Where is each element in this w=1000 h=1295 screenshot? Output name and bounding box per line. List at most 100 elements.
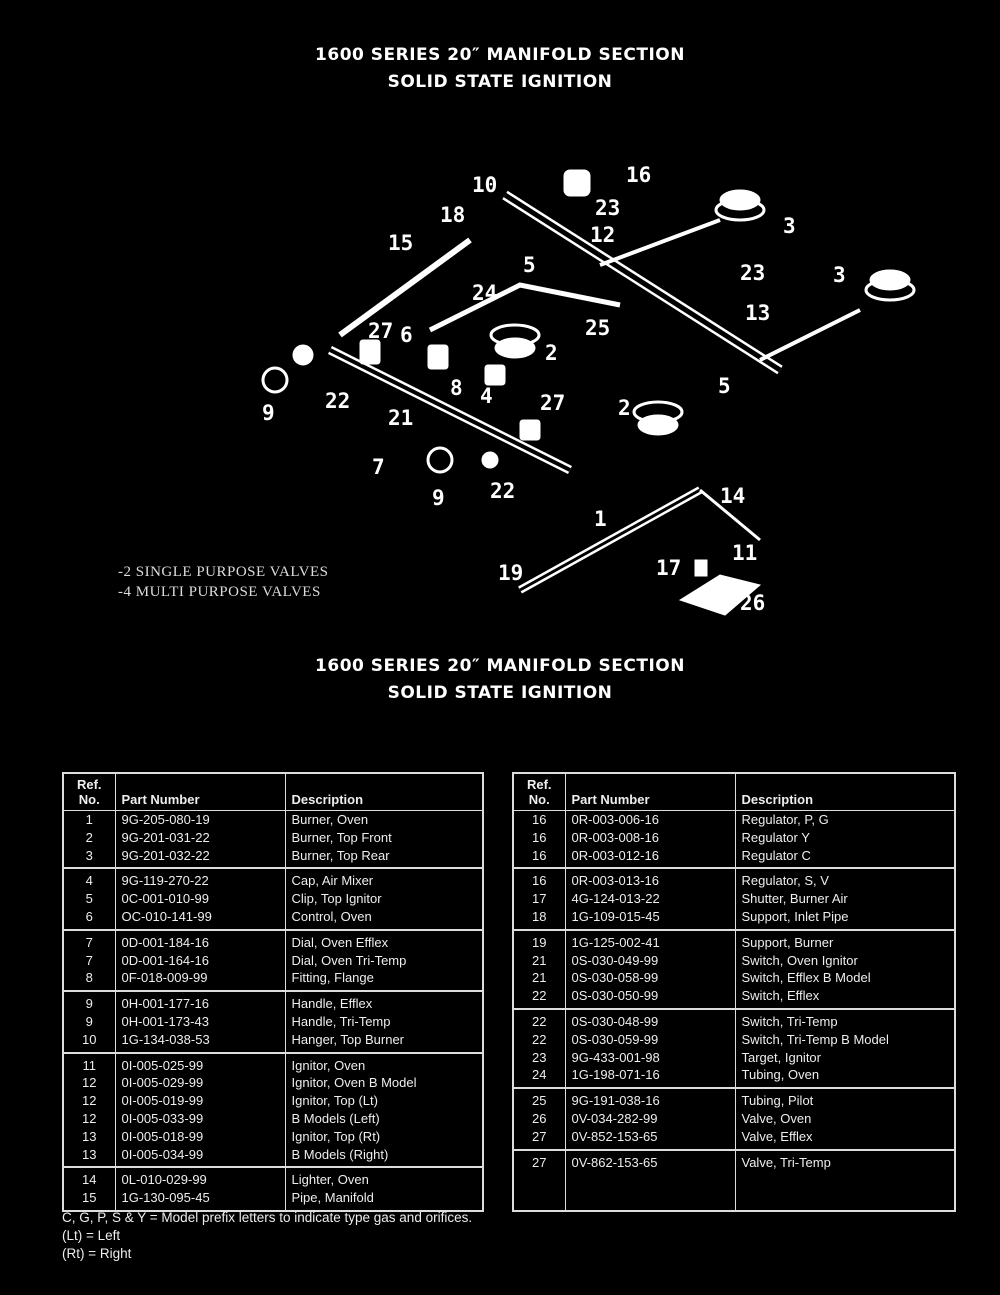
callout-9b: 9 xyxy=(432,486,445,510)
ref-number: 16 xyxy=(512,846,566,869)
part-number: 0I-005-025-99 xyxy=(114,1051,286,1075)
description: Clip, Top Ignitor xyxy=(284,890,484,908)
description: Regulator Y xyxy=(734,828,956,847)
description xyxy=(734,1189,956,1211)
footnote: (Rt) = Right xyxy=(62,1246,132,1261)
ref-number: 12 xyxy=(62,1074,116,1093)
description: Switch, Oven Ignitor xyxy=(734,951,956,970)
callout-2: 2 xyxy=(545,341,558,365)
callout-15: 15 xyxy=(388,231,413,255)
description: Ignitor, Oven xyxy=(284,1051,484,1075)
ref-number: 16 xyxy=(512,828,566,847)
description: B Models (Left) xyxy=(284,1109,484,1128)
ref-number: 2 xyxy=(62,828,116,847)
footnote: (Lt) = Left xyxy=(62,1228,121,1243)
page-title: 1600 SERIES 20″ MANIFOLD SECTION SOLID S… xyxy=(0,42,1000,96)
description: Ignitor, Top (Rt) xyxy=(284,1127,484,1146)
callout-3b: 3 xyxy=(833,263,846,287)
ref-number: 14 xyxy=(62,1166,116,1190)
part-number: 9G-201-031-22 xyxy=(114,828,286,847)
part-number: 0S-030-048-99 xyxy=(564,1007,736,1031)
ref-number: 21 xyxy=(512,969,566,988)
ref-number: 16 xyxy=(512,867,566,891)
callout-16: 16 xyxy=(626,163,651,187)
description: Regulator C xyxy=(734,846,956,869)
description: Switch, Efflex xyxy=(734,987,956,1009)
callout-22: 22 xyxy=(325,389,350,413)
part-number: 1G-198-071-16 xyxy=(564,1066,736,1089)
header-description: Description xyxy=(284,772,484,811)
callout-23b: 23 xyxy=(740,261,765,285)
part-number: 0D-001-164-16 xyxy=(114,951,286,970)
description: Valve, Tri-Temp xyxy=(734,1148,956,1172)
callout-19: 19 xyxy=(498,561,523,585)
part-number: 4G-124-013-22 xyxy=(564,890,736,908)
callout-2b: 2 xyxy=(618,396,631,420)
ref-number: 7 xyxy=(62,928,116,952)
part-number: OC-010-141-99 xyxy=(114,907,286,930)
valve-note: -4 MULTI PURPOSE VALVES xyxy=(118,584,321,600)
callout-25: 25 xyxy=(585,316,610,340)
section-title: 1600 SERIES 20″ MANIFOLD SECTION SOLID S… xyxy=(0,653,1000,707)
part-number: 9G-119-270-22 xyxy=(114,867,286,891)
header-ref: Ref.No. xyxy=(62,772,116,811)
ref-number: 22 xyxy=(512,1007,566,1031)
part-number: 0H-001-173-43 xyxy=(114,1012,286,1031)
description: Support, Inlet Pipe xyxy=(734,907,956,930)
description: Handle, Efflex xyxy=(284,990,484,1013)
description: Switch, Tri-Temp xyxy=(734,1007,956,1031)
ref-number: 9 xyxy=(62,1012,116,1031)
ref-number: 22 xyxy=(512,987,566,1009)
callout-17: 17 xyxy=(656,556,681,580)
ref-number: 9 xyxy=(62,990,116,1013)
callout-5b: 5 xyxy=(718,374,731,398)
valve-notes: -2 SINGLE PURPOSE VALVES -4 MULTI PURPOS… xyxy=(118,562,329,602)
callout-8: 8 xyxy=(450,376,463,400)
callout-14: 14 xyxy=(720,484,745,508)
description: Valve, Oven xyxy=(734,1109,956,1128)
ref-number: 15 xyxy=(62,1189,116,1211)
description: Burner, Top Front xyxy=(284,828,484,847)
part-number: 0L-010-029-99 xyxy=(114,1166,286,1190)
header-ref: Ref.No. xyxy=(512,772,566,811)
ref-number: 22 xyxy=(512,1030,566,1049)
part-number: 0I-005-029-99 xyxy=(114,1074,286,1093)
header-part-number: Part Number xyxy=(564,772,736,811)
part-number: 0D-001-184-16 xyxy=(114,928,286,952)
part-number: 0R-003-013-16 xyxy=(564,867,736,891)
callout-9: 9 xyxy=(262,401,275,425)
part-number: 0I-005-019-99 xyxy=(114,1092,286,1110)
ref-number: 12 xyxy=(62,1109,116,1128)
callout-3: 3 xyxy=(783,214,796,238)
callout-4: 4 xyxy=(480,384,493,408)
callout-11: 11 xyxy=(732,541,757,565)
valve-note: -2 SINGLE PURPOSE VALVES xyxy=(118,564,329,580)
part-number: 1G-125-002-41 xyxy=(564,928,736,952)
description: Lighter, Oven xyxy=(284,1166,484,1190)
callout-1: 1 xyxy=(594,507,607,531)
part-number: 1G-130-095-45 xyxy=(114,1189,286,1211)
header-part-number: Part Number xyxy=(114,772,286,811)
part-number: 9G-205-080-19 xyxy=(114,810,286,829)
part-number: 0I-005-033-99 xyxy=(114,1109,286,1128)
